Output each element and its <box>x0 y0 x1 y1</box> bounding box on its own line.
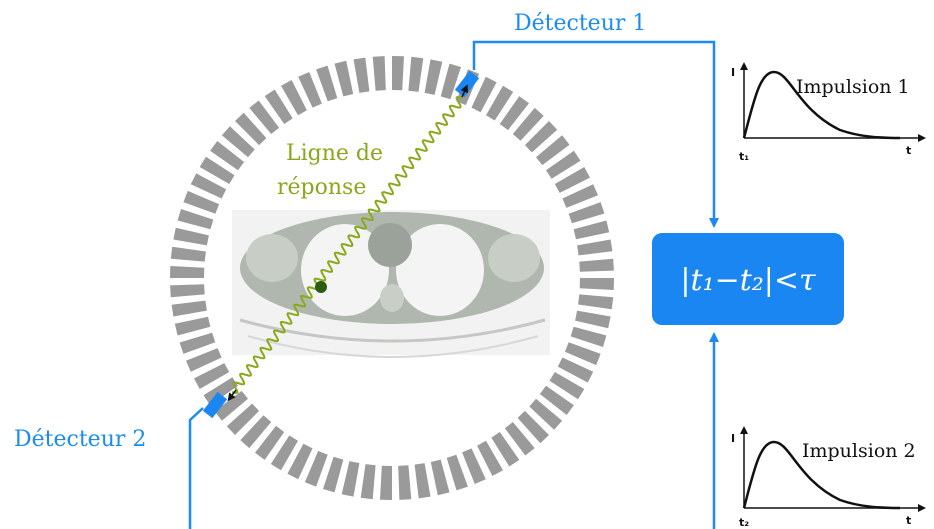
ring-segment <box>486 85 514 121</box>
pulse-1-label: Impulsion 1 <box>796 76 910 98</box>
wire-detector-2 <box>188 407 204 529</box>
ring-segment <box>186 348 222 372</box>
ring-segment <box>214 390 248 421</box>
line-of-response-wave <box>231 95 463 395</box>
ring-segment <box>536 135 570 166</box>
pulse-1-x-label: t <box>906 144 911 157</box>
ring-segment <box>462 448 486 484</box>
ring-segment <box>287 443 313 480</box>
ring-segment <box>440 63 461 100</box>
ring-segment <box>360 464 376 500</box>
ring-segment <box>226 403 260 435</box>
pulse-2-origin-label: t₂ <box>739 516 749 529</box>
ring-segment <box>316 65 338 102</box>
pulse-1-origin-label: t₁ <box>739 150 749 163</box>
ring-segment <box>562 184 598 208</box>
ring-segment <box>177 209 214 230</box>
ring-segment <box>323 456 344 493</box>
ring-segment <box>491 432 520 467</box>
annihilation-point <box>315 281 327 293</box>
ring-segment <box>304 450 328 487</box>
ring-segment <box>557 357 594 383</box>
ring-segment <box>341 461 360 497</box>
ring-segment <box>170 246 206 262</box>
ring-segment <box>539 385 574 415</box>
ring-segment <box>524 121 558 153</box>
ring-segment <box>264 89 293 124</box>
photon-arrow-1 <box>460 84 469 98</box>
ring-segment <box>183 190 220 214</box>
ring-segment <box>546 150 581 179</box>
ring-segment <box>398 465 412 500</box>
ring-segment <box>579 258 614 272</box>
ring-segment <box>446 454 468 491</box>
coincidence-formula: |t₁−t₂|<τ <box>680 263 816 298</box>
ring-segment <box>578 294 614 310</box>
lor-label-line1: Ligne de <box>286 141 383 166</box>
ring-segment <box>221 126 255 158</box>
ring-segment <box>392 56 404 91</box>
ring-segment <box>173 227 209 246</box>
ring-segment <box>529 398 563 430</box>
ring-segment <box>380 465 392 500</box>
ring-segment <box>210 141 245 171</box>
ring-segment <box>408 56 424 92</box>
ring-segment <box>568 202 605 224</box>
ring-segment <box>270 435 298 471</box>
ring-segment <box>477 440 503 476</box>
ring-segment <box>564 342 601 366</box>
ring-segment <box>575 310 611 329</box>
ring-segment <box>199 156 235 184</box>
ring-segment <box>430 459 450 496</box>
ring-segment <box>504 422 535 456</box>
ct-slice-image <box>232 210 550 358</box>
ring-segment <box>194 363 230 389</box>
lor-label-line2: réponse <box>277 175 366 200</box>
ring-segment <box>281 80 307 116</box>
ring-segment <box>499 96 529 131</box>
ring-segment <box>554 167 590 193</box>
ring-segment <box>573 220 610 240</box>
ring-segment <box>179 332 216 354</box>
ring-segment <box>577 239 613 256</box>
pulse-2-x-label: t <box>906 514 911 527</box>
detector-2-label: Détecteur 2 <box>14 427 146 452</box>
ring-segment <box>174 316 211 336</box>
detector-ring <box>170 56 614 500</box>
ring-segment <box>353 57 370 93</box>
ring-segment <box>240 415 272 449</box>
pulse-plot-1: I t t₁ Impulsion 1 <box>731 62 926 163</box>
ring-segment <box>549 372 585 400</box>
ring-segment <box>170 266 205 278</box>
wire-detector-1 <box>472 40 719 228</box>
pulse-2-y-label: I <box>731 432 735 445</box>
ring-segment <box>570 326 607 347</box>
ring-segment <box>372 56 386 91</box>
ring-segment <box>203 377 238 406</box>
detector-2-element <box>202 391 228 419</box>
detector-1-label: Détecteur 1 <box>514 11 646 36</box>
ring-segment <box>414 463 431 499</box>
ring-segment <box>579 278 614 290</box>
ring-segment <box>334 60 354 97</box>
ring-segment <box>249 100 280 134</box>
ring-segment <box>471 76 497 113</box>
pulse-1-y-label: I <box>731 66 735 79</box>
coincidence-box <box>652 233 844 325</box>
ring-segment <box>424 59 443 95</box>
ring-segment <box>255 425 285 460</box>
ring-segment <box>517 410 549 444</box>
ring-segment <box>190 173 227 199</box>
pulse-plot-2: I t t₂ Impulsion 2 <box>731 426 926 529</box>
pulse-2-label: Impulsion 2 <box>802 440 916 462</box>
ring-segment <box>235 112 267 146</box>
ring-segment <box>298 72 322 108</box>
ring-segment <box>170 284 205 298</box>
photon-arrow-2 <box>227 389 237 402</box>
ring-segment <box>171 300 207 317</box>
ring-segment <box>512 107 544 141</box>
